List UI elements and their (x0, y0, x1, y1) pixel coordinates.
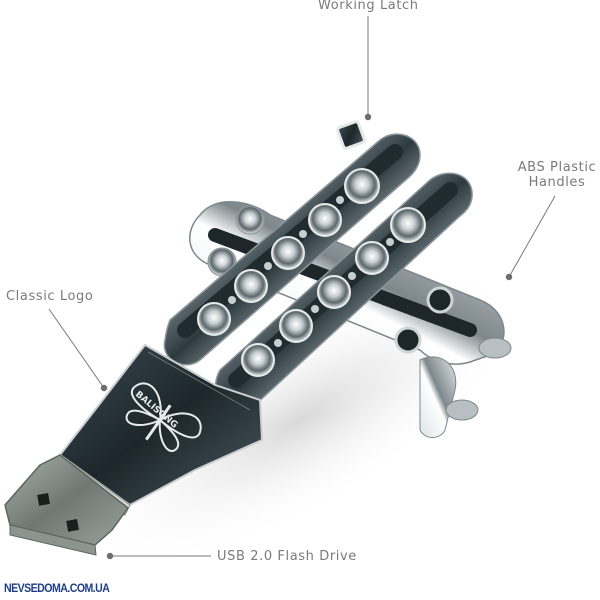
label-abs-handles-line1: ABS Plastic (517, 160, 597, 175)
callout-working-latch (364, 16, 372, 121)
label-abs-handles-line2: Handles (528, 175, 586, 190)
label-working-latch: Working Latch (318, 0, 419, 13)
usb-plug (4, 454, 131, 556)
label-classic-logo: Classic Logo (6, 289, 94, 304)
watermark: NEVSEDOMA.COM.UA (4, 581, 110, 595)
front-handle-lower (214, 172, 473, 412)
label-usb-drive: USB 2.0 Flash Drive (217, 549, 357, 564)
callout-usb-drive (106, 552, 211, 560)
drive-body: BALISONG (58, 343, 264, 507)
butterfly-logo-icon (125, 382, 202, 452)
label-abs-handles: ABS Plastic Handles (515, 160, 599, 190)
callout-classic-logo (48, 308, 108, 392)
callout-abs-handles (505, 195, 556, 281)
front-handle-upper (163, 133, 421, 366)
latch (336, 120, 366, 150)
